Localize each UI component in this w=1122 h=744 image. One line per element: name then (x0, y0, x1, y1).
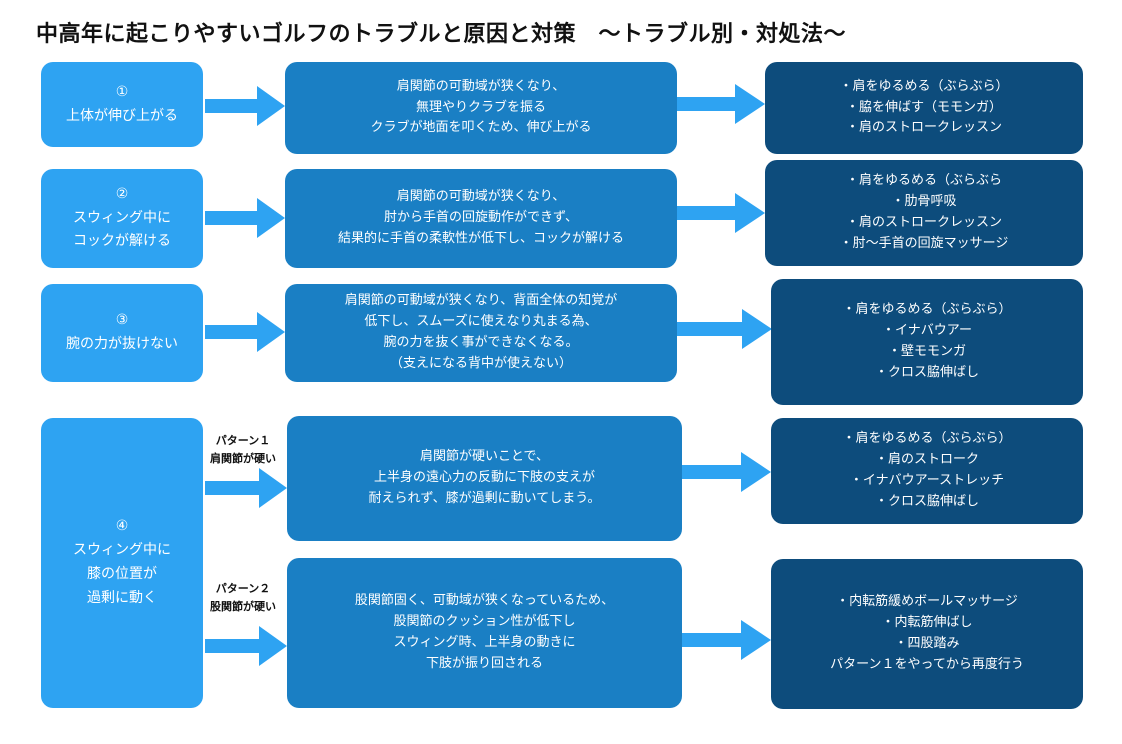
arrow-icon (677, 193, 765, 233)
pattern-2-label: パターン２ 股関節が硬い (210, 582, 276, 613)
solution-box-3: ・肩をゆるめる（ぶらぶら） ・イナバウアー ・壁モモンガ ・クロス脇伸ばし (771, 279, 1083, 405)
arrow-icon (677, 309, 772, 349)
problem-box-3: ③ 腕の力が抜けない (41, 284, 203, 382)
arrow-icon (205, 198, 285, 238)
solution-box-4a: ・肩をゆるめる（ぶらぶら） ・肩のストローク ・イナバウアーストレッチ ・クロス… (771, 418, 1083, 524)
cause-box-3: 肩関節の可動域が狭くなり、背面全体の知覚が 低下し、スムーズに使えなり丸まる為、… (285, 284, 677, 382)
solution-box-2: ・肩をゆるめる（ぶらぶら ・肋骨呼吸 ・肩のストロークレッスン ・肘〜手首の回旋… (765, 160, 1083, 266)
arrow-icon (205, 312, 285, 352)
cause-box-4a: 肩関節が硬いことで、 上半身の遠心力の反動に下肢の支えが 耐えられず、膝が過剰に… (287, 416, 682, 541)
pattern-1-label: パターン１ 肩関節が硬い (210, 434, 276, 465)
problem-box-2: ② スウィング中に コックが解ける (41, 169, 203, 268)
arrow-icon (205, 626, 287, 666)
arrow-icon (682, 452, 771, 492)
solution-box-1: ・肩をゆるめる（ぶらぶら） ・脇を伸ばす（モモンガ） ・肩のストロークレッスン (765, 62, 1083, 154)
solution-box-4b: ・内転筋緩めボールマッサージ ・内転筋伸ばし ・四股踏み パターン１をやってから… (771, 559, 1083, 709)
cause-box-1: 肩関節の可動域が狭くなり、 無理やりクラブを振る クラブが地面を叩くため、伸び上… (285, 62, 677, 154)
problem-box-1: ① 上体が伸び上がる (41, 62, 203, 147)
cause-box-2: 肩関節の可動域が狭くなり、 肘から手首の回旋動作ができず、 結果的に手首の柔軟性… (285, 169, 677, 268)
page-title: 中高年に起こりやすいゴルフのトラブルと原因と対策 〜トラブル別・対処法〜 (36, 22, 847, 47)
arrow-icon (205, 86, 285, 126)
arrow-icon (677, 84, 765, 124)
cause-box-4b: 股関節固く、可動域が狭くなっているため、 股関節のクッション性が低下し スウィン… (287, 558, 682, 708)
arrow-icon (682, 620, 771, 660)
problem-box-4: ④ スウィング中に 膝の位置が 過剰に動く (41, 418, 203, 708)
arrow-icon (205, 468, 287, 508)
